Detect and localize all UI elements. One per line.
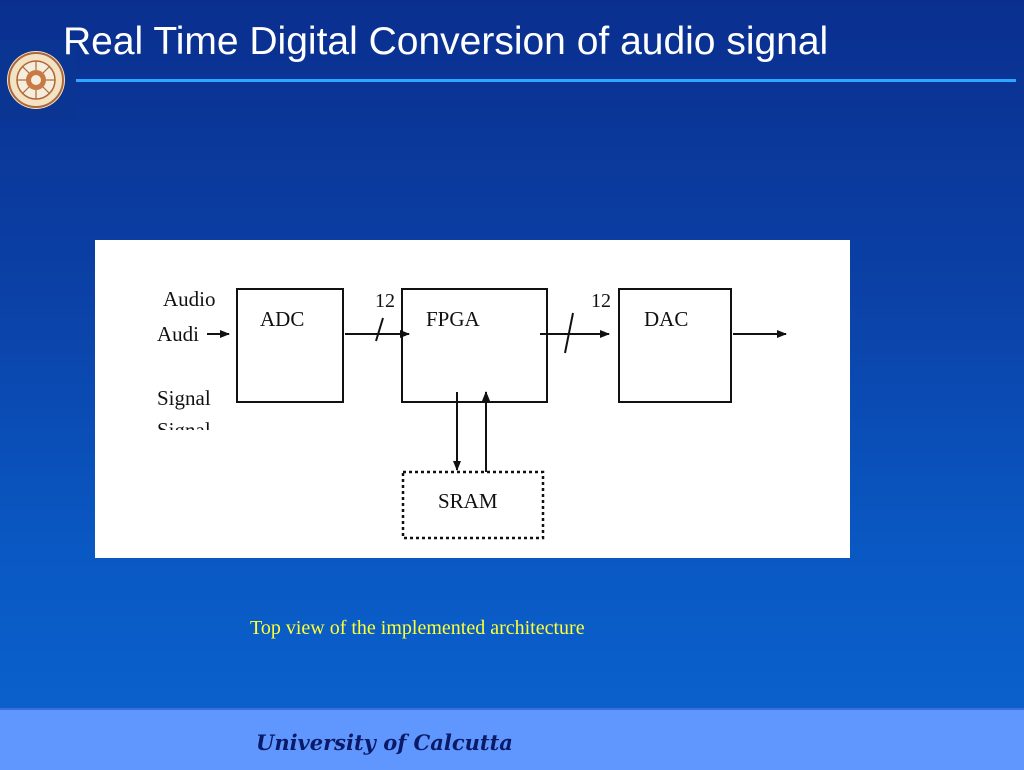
footer-bar: University of Calcutta [0, 708, 1024, 770]
slide-title: Real Time Digital Conversion of audio si… [63, 20, 829, 63]
bus-slash-1 [375, 317, 384, 342]
bus-width-label-1: 12 [375, 290, 395, 312]
fpga-block [401, 288, 548, 403]
title-underline [76, 79, 1016, 82]
input-label-audio: Audio [163, 287, 216, 311]
dac-block [618, 288, 732, 403]
block-diagram-svg: Audio Audi Signal Signal ADC 12 FPGA 12 … [150, 287, 787, 540]
input-label-audio-dup: Audi [157, 322, 199, 346]
footer-university-name: University of Calcutta [256, 730, 513, 755]
dac-label: DAC [644, 307, 688, 331]
university-seal-icon [7, 51, 65, 109]
adc-label: ADC [260, 307, 304, 331]
input-label-signal: Signal [157, 386, 211, 410]
label-mask [150, 430, 230, 450]
bus-slash-2 [564, 312, 574, 354]
figure-caption: Top view of the implemented architecture [250, 617, 585, 639]
adc-block [236, 288, 344, 403]
sram-block [401, 470, 545, 540]
bus-width-label-2: 12 [591, 290, 611, 312]
fpga-label: FPGA [426, 307, 481, 331]
sram-label: SRAM [438, 489, 498, 513]
architecture-diagram: Audio Audi Signal Signal ADC 12 FPGA 12 … [95, 240, 850, 558]
